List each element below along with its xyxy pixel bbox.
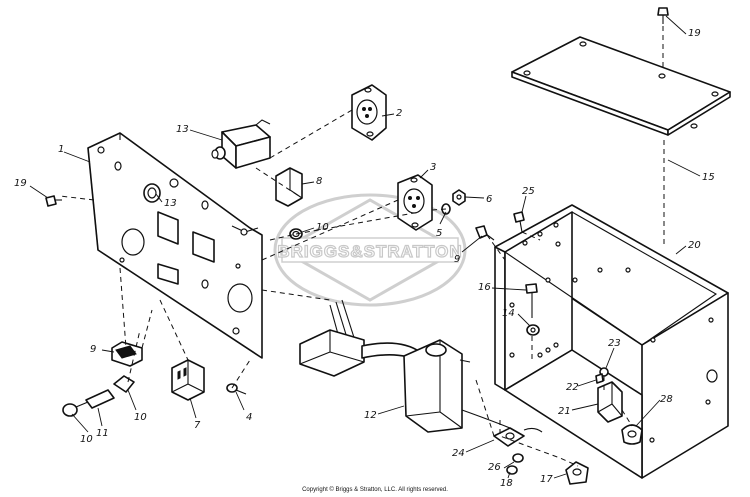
callout-13-breaker: 13 — [176, 124, 189, 135]
control-panel-plate — [87, 132, 263, 359]
callout-11: 11 — [96, 428, 109, 439]
callout-9-switch: 9 — [90, 344, 96, 355]
washer-inside-box — [526, 324, 540, 336]
control-box — [494, 204, 729, 479]
callout-23: 23 — [608, 338, 621, 349]
nut-bottom — [512, 453, 524, 463]
cable-clamp — [621, 424, 643, 445]
washer-bottom — [506, 465, 518, 475]
screw-inside-box — [525, 283, 538, 318]
cover-plate — [511, 36, 731, 136]
callout-14: 14 — [502, 308, 515, 319]
callout-5: 5 — [436, 228, 442, 239]
callout-8: 8 — [316, 176, 322, 187]
bracket — [275, 167, 303, 207]
callout-15: 15 — [702, 172, 715, 183]
rectifier — [597, 381, 623, 423]
callout-17: 17 — [540, 474, 553, 485]
callout-20: 20 — [688, 240, 701, 251]
callout-10-fuse: 10 — [134, 412, 147, 423]
callout-12: 12 — [364, 410, 377, 421]
callout-26: 26 — [488, 462, 501, 473]
callout-25: 25 — [522, 186, 535, 197]
callout-3: 3 — [430, 162, 436, 173]
callout-22: 22 — [566, 382, 579, 393]
grommet — [143, 183, 161, 203]
callout-24: 24 — [452, 448, 465, 459]
ground-bracket — [493, 427, 543, 447]
briggs-stratton-watermark-logo: BRIGGS&STRATTON — [273, 193, 467, 307]
receptacle-duplex-top — [351, 84, 387, 141]
callout-7: 7 — [194, 420, 201, 431]
receptacle-panel-lower — [171, 359, 205, 401]
callout-2: 2 — [396, 108, 402, 119]
callout-19-cover: 19 — [688, 28, 701, 39]
callout-28: 28 — [660, 394, 673, 405]
wiring-harness — [299, 299, 511, 433]
assembly-dashed-lines — [59, 26, 665, 467]
circuit-breaker — [211, 119, 271, 169]
panel-screw — [226, 383, 247, 395]
callout-labels: 1 2 3 4 5 6 7 8 9 9 10 10 10 11 12 13 13… — [14, 28, 715, 489]
callout-9-screw: 9 — [454, 254, 460, 265]
strain-relief-bushing — [565, 461, 589, 485]
callout-19-panel: 19 — [14, 178, 27, 189]
callout-1: 1 — [58, 144, 64, 155]
callout-10-cap: 10 — [80, 434, 93, 445]
hex-nut — [452, 189, 466, 206]
receptacle-twist-lock — [397, 174, 433, 231]
screw-left — [45, 195, 62, 207]
screw-cover — [657, 7, 669, 24]
screw-top-box — [513, 211, 525, 233]
screw — [475, 225, 495, 241]
toggle-switch — [111, 341, 143, 367]
callout-21: 21 — [558, 406, 571, 417]
callout-18: 18 — [500, 478, 513, 489]
callout-13-grommet: 13 — [164, 198, 177, 209]
copyright-notice: Copyright © Briggs & Stratton, LLC. All … — [302, 487, 448, 493]
callout-10-grommet: 10 — [316, 222, 329, 233]
callout-4: 4 — [246, 412, 252, 423]
terminal-screw — [595, 367, 609, 384]
callout-16: 16 — [478, 282, 491, 293]
fuse-holder — [62, 375, 135, 417]
callout-6: 6 — [486, 194, 492, 205]
watermark-text: BRIGGS&STRATTON — [277, 242, 462, 261]
callout-leader-lines — [29, 15, 701, 479]
